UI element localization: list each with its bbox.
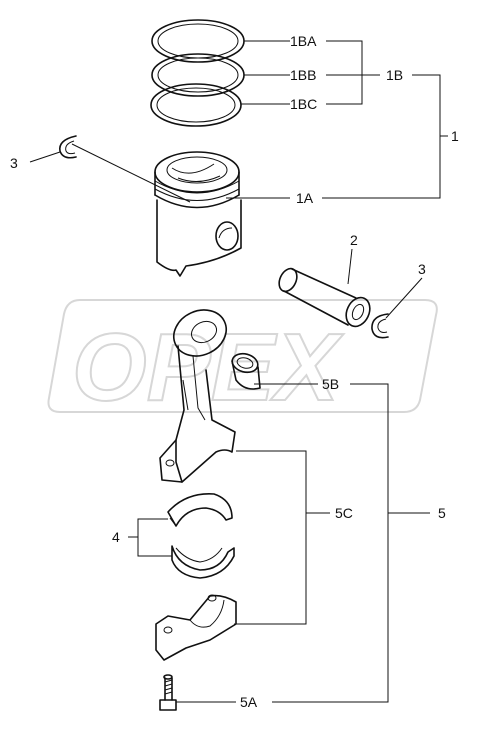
piston	[154, 151, 242, 277]
bearing-shell-upper	[167, 493, 233, 527]
connecting-rod	[159, 309, 236, 483]
leader-lines	[29, 40, 448, 703]
label-1a: 1A	[296, 190, 314, 206]
connecting-rod-bolt	[159, 674, 177, 711]
label-5a: 5A	[240, 694, 258, 710]
bearing-shell-lower	[171, 545, 235, 579]
watermark: OPEX	[47, 299, 438, 422]
label-1bc: 1BC	[290, 96, 317, 112]
piston-ring-1ba	[151, 19, 245, 63]
label-1ba: 1BA	[290, 33, 317, 49]
circlip-right	[371, 313, 389, 339]
label-3-right: 3	[418, 261, 426, 277]
piston-ring-1bc	[150, 83, 242, 127]
piston-pin	[278, 267, 371, 328]
label-1: 1	[451, 128, 459, 144]
label-5b: 5B	[322, 376, 339, 392]
label-5c: 5C	[335, 505, 353, 521]
label-3-left: 3	[10, 155, 18, 171]
connecting-rod-cap	[155, 594, 237, 661]
label-2: 2	[350, 232, 358, 248]
label-1bb: 1BB	[290, 67, 316, 83]
label-1b: 1B	[386, 67, 403, 83]
small-end-bushing	[231, 352, 261, 390]
label-5: 5	[438, 505, 446, 521]
watermark-text: OPEX	[72, 314, 344, 421]
circlip-left	[59, 135, 77, 159]
label-4: 4	[112, 529, 120, 545]
